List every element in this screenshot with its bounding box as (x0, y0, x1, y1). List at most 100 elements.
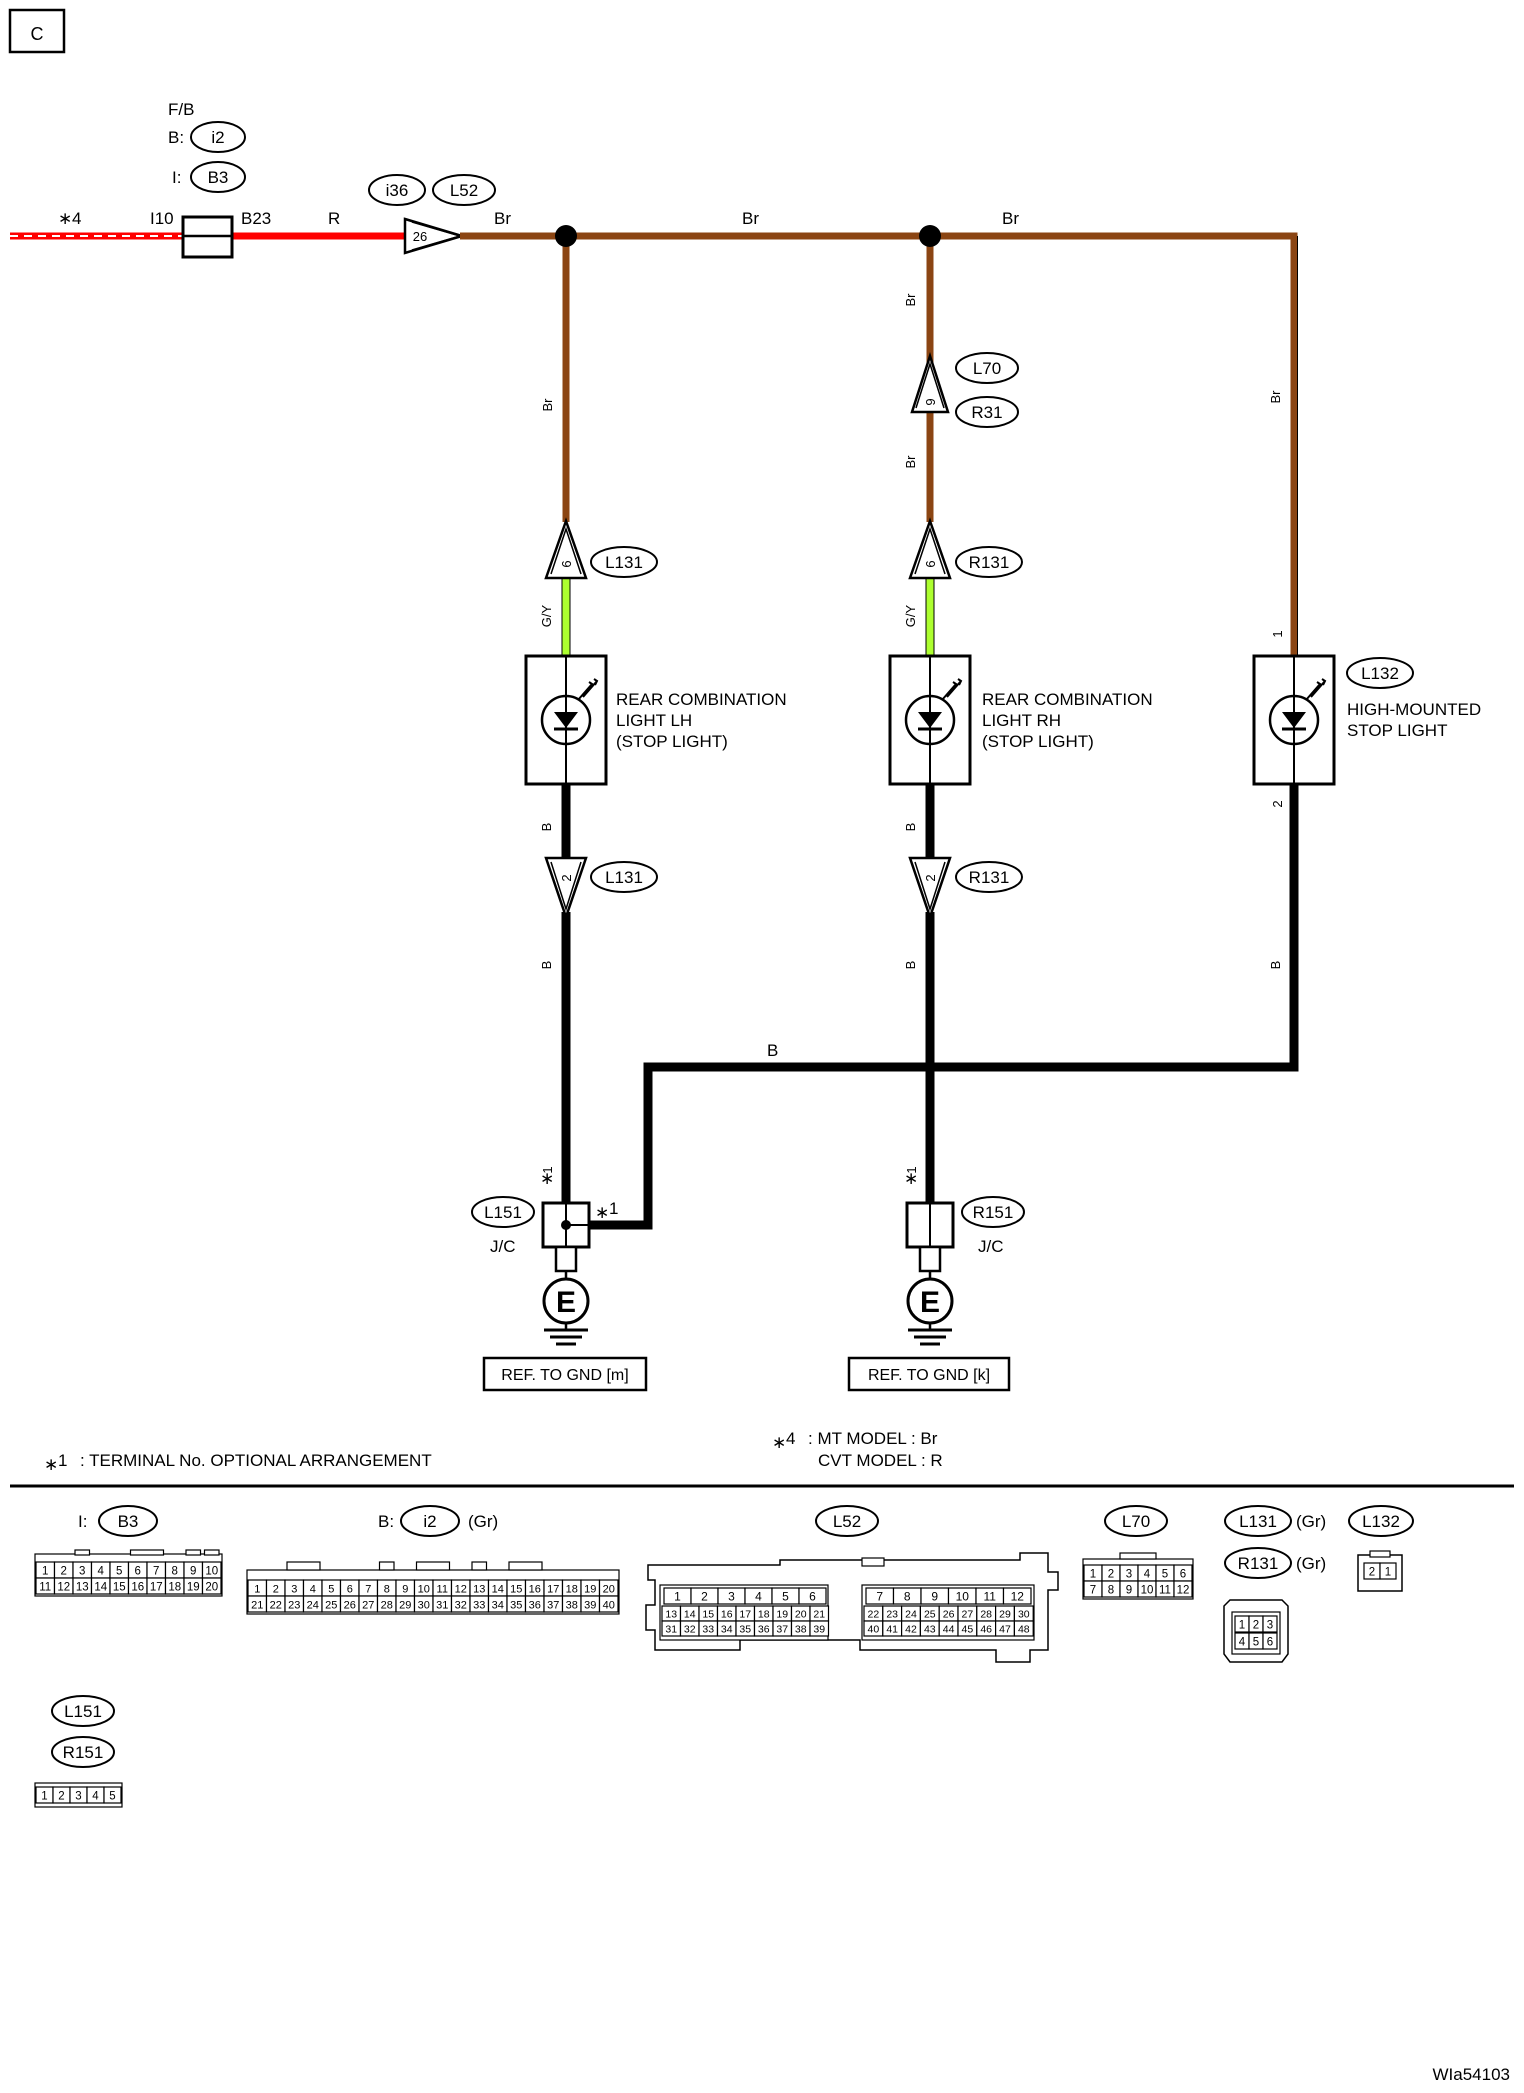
pin-number: 30 (1018, 1609, 1030, 1621)
wire-label-gy: G/Y (539, 604, 554, 627)
wire-label-br: Br (742, 209, 759, 228)
lh-name-line3: (STOP LIGHT) (616, 732, 728, 751)
rear-combination-light-lh (524, 654, 608, 786)
pin-number: 6 (135, 1566, 141, 1578)
pin-number: 38 (795, 1624, 807, 1636)
connector-l132: L132 (1362, 1512, 1400, 1531)
pin-number: 30 (418, 1600, 430, 1612)
pin-number: 16 (721, 1609, 733, 1621)
pin-number: 4 (1239, 1637, 1246, 1649)
connector-r31: R31 (971, 403, 1002, 422)
pin-number: 9 (931, 1590, 938, 1604)
pin-number: 3 (1267, 1620, 1273, 1632)
pin-number: 3 (1126, 1569, 1132, 1581)
pin-number: 36 (529, 1600, 541, 1612)
wire-label-br: Br (1268, 390, 1283, 404)
pin-number: 1 (1239, 1620, 1245, 1632)
fuse-right-label: B23 (241, 209, 271, 228)
pin-number: 7 (365, 1584, 371, 1596)
junction-dot (919, 225, 941, 247)
pin-number: 20 (795, 1609, 807, 1621)
hm-name-line2: STOP LIGHT (1347, 721, 1447, 740)
pin-number: 26 (943, 1609, 955, 1621)
pin-number: 21 (813, 1609, 825, 1621)
ground-symbol: E (556, 1286, 576, 1319)
pin-number: 6 (1180, 1569, 1186, 1581)
pin-number: 11 (437, 1584, 448, 1596)
pin-number: 5 (109, 1791, 115, 1803)
pin-2: 2 (1270, 800, 1285, 807)
pin-number: 40 (603, 1600, 615, 1612)
jc-label: J/C (490, 1237, 516, 1256)
chevron-down-icon (908, 856, 952, 921)
pin-number: 4 (92, 1791, 99, 1803)
wire-label-br: Br (540, 398, 555, 412)
pin-number: 2 (58, 1791, 64, 1803)
pin-number: 14 (94, 1582, 107, 1594)
pin-2: 2 (923, 874, 938, 881)
r131-color: (Gr) (1296, 1554, 1326, 1573)
pin-number: 20 (603, 1584, 615, 1596)
pin-number: 28 (381, 1600, 393, 1612)
connector-r151: R151 (63, 1743, 104, 1762)
pin-number: 26 (344, 1600, 356, 1612)
pin-number: 7 (153, 1566, 159, 1578)
fb-label: F/B (168, 100, 194, 119)
rh-name-line2: LIGHT RH (982, 711, 1061, 730)
green-yellow-wires (562, 578, 934, 656)
pin-number: 6 (809, 1590, 816, 1604)
black-wires (561, 784, 1299, 1230)
wire-label-br: Br (903, 455, 918, 469)
connector-r151: R151 (973, 1203, 1014, 1222)
pin-number: 16 (529, 1584, 541, 1596)
pin-number: 45 (962, 1624, 974, 1636)
fb-b-connector: i2 (211, 128, 224, 147)
pin-number: 3 (728, 1590, 735, 1604)
pin-number: 6 (1267, 1637, 1273, 1649)
gnd-ref-box (482, 1356, 648, 1392)
section-marker: C (8, 8, 66, 54)
note4-line1: : MT MODEL : Br (808, 1429, 938, 1448)
pin-number: 11 (984, 1590, 997, 1604)
brown-wires (460, 232, 1298, 655)
pin-number: 24 (905, 1609, 917, 1621)
pin-number: 13 (473, 1584, 485, 1596)
pin-number: 36 (758, 1624, 770, 1636)
lh-name-line1: REAR COMBINATION (616, 690, 787, 709)
pin-number: 2 (1369, 1567, 1375, 1579)
led-icon (1268, 678, 1327, 746)
pin-number: 16 (131, 1582, 144, 1594)
fb-b-prefix: B: (168, 128, 184, 147)
pin-number: 15 (702, 1609, 714, 1621)
connector-r131: R131 (1238, 1554, 1279, 1573)
pin-number: 3 (75, 1791, 81, 1803)
drawing-id: WIa54103 (1433, 2065, 1511, 2084)
led-icon (904, 678, 963, 746)
note1-text: : TERMINAL No. OPTIONAL ARRANGEMENT (80, 1451, 432, 1470)
note4-line2: CVT MODEL : R (818, 1451, 943, 1470)
pin-number: 1 (41, 1791, 47, 1803)
pin-number: 9 (190, 1566, 196, 1578)
l131-color: (Gr) (1296, 1512, 1326, 1531)
pin-number: 33 (702, 1624, 714, 1636)
pin-number: 22 (868, 1609, 880, 1621)
pin-number: 32 (684, 1624, 696, 1636)
pin-number: 15 (510, 1584, 522, 1596)
pin-number: 35 (739, 1624, 751, 1636)
ground-icon: E (542, 1271, 590, 1346)
pin-number: 47 (999, 1624, 1011, 1636)
fuse-left-label: I10 (150, 209, 174, 228)
pin-number: 8 (172, 1566, 178, 1578)
pin-number: 9 (402, 1584, 408, 1596)
pin-number: 4 (98, 1566, 105, 1578)
hm-name-line1: HIGH-MOUNTED (1347, 700, 1481, 719)
star1-label: 1 (540, 1166, 555, 1173)
pin-number: 9 (1126, 1585, 1132, 1597)
pin-number: 46 (980, 1624, 992, 1636)
pin-1: 1 (1270, 630, 1285, 637)
pin-number: 12 (1011, 1590, 1025, 1604)
connector-l131: L131 (605, 868, 643, 887)
pin-6: 6 (559, 560, 574, 567)
